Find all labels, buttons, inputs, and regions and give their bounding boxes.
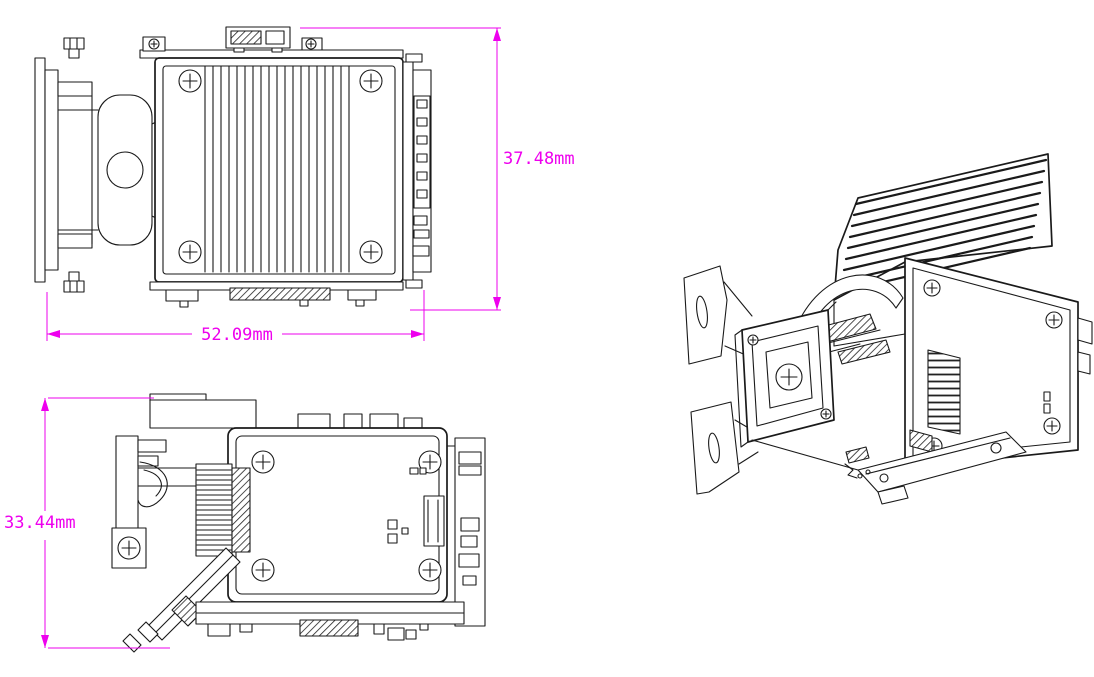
bottom-strip: [195, 601, 465, 641]
dimension-side-view-height: 33.44mm: [4, 397, 170, 649]
dimension-arrow: [493, 28, 501, 41]
panel-marking: [1043, 391, 1051, 402]
dimension-arrow: [41, 398, 49, 411]
right-connector-strip-side: [446, 437, 486, 627]
phillips-screw-icon: [1043, 417, 1061, 435]
heatsink-fins-edge: [195, 463, 251, 557]
dimension-label-height-side: 33.44mm: [4, 513, 76, 533]
dimension-arrow: [493, 297, 501, 310]
small-screw-icon: [305, 38, 317, 50]
dimension-label-width-top: 52.09mm: [201, 325, 273, 345]
phillips-screw-icon: [178, 240, 202, 264]
heatsink-fins: [204, 65, 350, 273]
dimension-arrow: [411, 330, 424, 338]
panel-marking: [1043, 403, 1051, 414]
dimension-label-height-top: 37.48mm: [503, 149, 575, 169]
dimension-arrow: [47, 330, 60, 338]
mounting-wings: [683, 265, 759, 495]
dimension-top-view-height: 37.48mm: [300, 27, 575, 311]
top-bump: [369, 413, 399, 429]
small-screw-icon: [747, 334, 759, 346]
top-bump: [297, 413, 331, 429]
diagonal-arm: [122, 547, 241, 653]
left-mount-bracket: [34, 37, 93, 293]
phillips-screw-icon: [117, 536, 141, 560]
edge-connector: [1077, 317, 1093, 345]
isometric-view: [683, 153, 1093, 505]
edge-connector: [1077, 351, 1091, 375]
top-bump: [403, 417, 423, 429]
phillips-screw-icon: [251, 558, 275, 582]
phillips-screw-icon: [178, 69, 202, 93]
right-connector-strip: [402, 53, 432, 289]
front-lens-plate: [734, 301, 859, 471]
dimension-arrow: [41, 635, 49, 648]
ribbon-connector: [837, 339, 891, 365]
phillips-screw-icon: [418, 558, 442, 582]
main-plate-inner-edge: [162, 65, 396, 275]
small-screw-icon: [820, 408, 832, 420]
bottom-edge-components: [149, 281, 404, 308]
phillips-screw-icon: [923, 279, 941, 297]
top-view: [34, 26, 432, 308]
wiring-cluster: [844, 446, 871, 479]
side-view: [111, 393, 486, 653]
right-panel: [904, 257, 1093, 469]
vent-grille: [927, 349, 961, 435]
small-screw-icon: [148, 38, 160, 50]
phillips-screw-icon: [775, 363, 803, 391]
clamp-arch: [794, 274, 904, 341]
phillips-screw-icon: [359, 240, 383, 264]
board-components: [387, 467, 445, 547]
top-left-plate: [149, 399, 257, 429]
phillips-screw-icon: [1045, 311, 1063, 329]
phillips-screw-icon: [359, 69, 383, 93]
base-plate: [857, 431, 1027, 505]
left-bracket: [111, 435, 197, 569]
top-bump: [343, 413, 363, 429]
dimension-top-view-width: 52.09mm: [46, 290, 425, 345]
phillips-screw-icon: [251, 450, 275, 474]
top-connector: [225, 26, 291, 53]
